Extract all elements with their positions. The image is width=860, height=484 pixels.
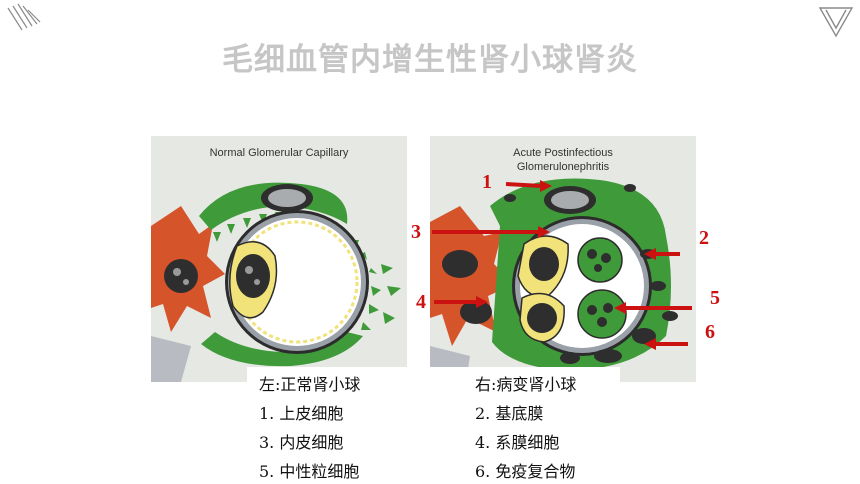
page-title: 毛细血管内增生性肾小球肾炎 — [222, 42, 638, 78]
legend-cell: 左:正常肾小球 — [259, 375, 361, 394]
legend-cell: 3. 内皮细胞 — [259, 433, 344, 452]
disease-capillary-figure: Acute Postinfectious Glomerulonephritis — [430, 136, 696, 382]
disease-caption-line-2: Glomerulonephritis — [516, 161, 610, 173]
callout-3: 3 — [411, 221, 421, 243]
disease-capillary-caption: Acute Postinfectious Glomerulonephritis — [430, 146, 696, 174]
callout-2: 2 — [699, 227, 709, 249]
legend-row: 5. 中性粒细胞 6. 免疫复合物 — [247, 454, 620, 483]
normal-capillary-illustration — [151, 182, 401, 382]
legend-cell: 6. 免疫复合物 — [475, 462, 576, 481]
legend-row: 3. 内皮细胞 4. 系膜细胞 — [247, 425, 620, 454]
disease-capillary-illustration — [430, 178, 692, 382]
disease-caption-line-1: Acute Postinfectious — [513, 147, 613, 159]
legend-row: 1. 上皮细胞 2. 基底膜 — [247, 396, 620, 425]
legend-cell: 2. 基底膜 — [475, 404, 544, 423]
callout-5: 5 — [710, 287, 720, 309]
callout-4: 4 — [416, 291, 426, 313]
callout-6: 6 — [705, 321, 715, 343]
normal-capillary-caption: Normal Glomerular Capillary — [209, 147, 349, 159]
normal-capillary-figure: Normal Glomerular Capillary — [151, 136, 407, 382]
legend-cell: 5. 中性粒细胞 — [259, 462, 360, 481]
callout-1: 1 — [482, 171, 492, 193]
legend-cell: 4. 系膜细胞 — [475, 433, 560, 452]
legend-cell: 右:病变肾小球 — [475, 375, 577, 394]
legend-cell: 1. 上皮细胞 — [259, 404, 344, 423]
corner-decoration-right-icon — [818, 7, 854, 38]
corner-decoration-left-icon — [7, 3, 41, 31]
legend-row: 左:正常肾小球 右:病变肾小球 — [247, 367, 620, 396]
legend-table: 左:正常肾小球 右:病变肾小球 1. 上皮细胞 2. 基底膜 3. 内皮细胞 4… — [247, 367, 620, 484]
